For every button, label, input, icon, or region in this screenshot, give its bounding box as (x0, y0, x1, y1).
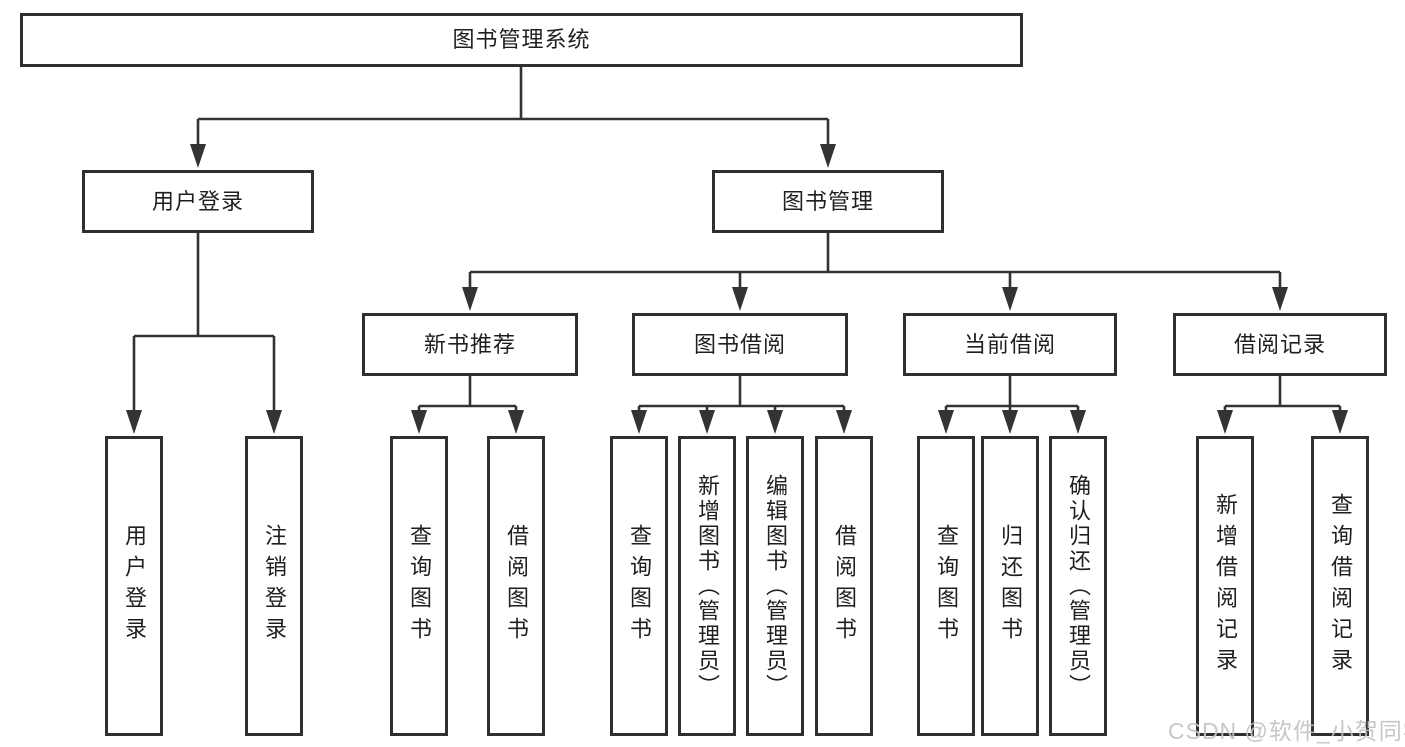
leaf-query-borrow-record: 查询借阅记录 (1311, 436, 1369, 736)
node-borrowing-records: 借阅记录 (1173, 313, 1387, 376)
leaf-add-borrow-record: 新增借阅记录 (1196, 436, 1254, 736)
leaf-add-books-admin: 新增图书（管理员） (678, 436, 736, 736)
csdn-watermark: CSDN @软件_小贺同学 (1168, 718, 1405, 744)
node-user-login: 用户登录 (82, 170, 314, 233)
leaf-edit-books-admin: 编辑图书（管理员） (746, 436, 804, 736)
leaf-return-books: 归还图书 (981, 436, 1039, 736)
node-current-borrowing: 当前借阅 (903, 313, 1117, 376)
leaf-logout: 注销登录 (245, 436, 303, 736)
connector-bookborrow-to-leaves (631, 376, 852, 434)
leaf-borrow-books-newbooks: 借阅图书 (487, 436, 545, 736)
node-book-borrowing: 图书借阅 (632, 313, 848, 376)
leaf-query-books-borrowing: 查询图书 (610, 436, 668, 736)
leaf-query-books-newbooks: 查询图书 (390, 436, 448, 736)
leaf-user-login: 用户登录 (105, 436, 163, 736)
leaf-borrow-books-borrowing: 借阅图书 (815, 436, 873, 736)
connector-bookmgmt-to-level3 (462, 233, 1288, 311)
node-new-book-recommendation: 新书推荐 (362, 313, 578, 376)
connector-records-to-leaves (1217, 376, 1348, 434)
connector-root-to-level2 (190, 67, 836, 168)
connector-newbooks-to-leaves (411, 376, 524, 434)
node-book-management: 图书管理 (712, 170, 944, 233)
leaf-confirm-return-admin: 确认归还（管理员） (1049, 436, 1107, 736)
leaf-query-books-current: 查询图书 (917, 436, 975, 736)
node-library-system: 图书管理系统 (20, 13, 1023, 67)
connector-currentborrow-to-leaves (938, 376, 1086, 434)
connector-userlogin-to-leaves (126, 233, 282, 434)
